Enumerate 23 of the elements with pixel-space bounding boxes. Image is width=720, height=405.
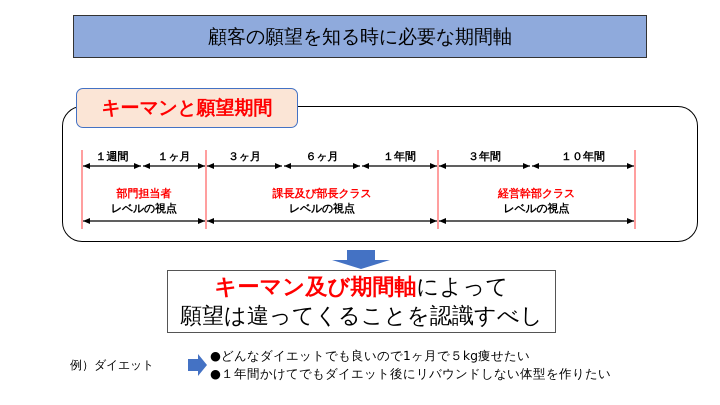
viewpoint-label: レベルの視点 (289, 201, 355, 216)
period-label: １週間 (96, 149, 128, 164)
period-label: ３年間 (468, 149, 501, 164)
period-label: １０年間 (561, 149, 605, 164)
viewpoint-label: レベルの視点 (111, 201, 177, 216)
bullet-item: ●どんなダイエットでも良いので1ヶ月で５kg痩せたい (210, 347, 532, 365)
conclusion-text: キーマン及び期間軸によって (214, 274, 508, 302)
period-label: ３ヶ月 (228, 149, 261, 164)
viewpoint-label: レベルの視点 (504, 201, 570, 216)
example-label: 例）ダイエット (70, 357, 155, 374)
period-label: １ヶ月 (158, 149, 190, 164)
bullet-item: ●１年間かけてでもダイエット後にリバウンドしない体型を作りたい (210, 365, 612, 383)
role-label: 部門担当者 (116, 186, 172, 201)
role-label: 経営幹部クラス (498, 186, 575, 201)
block-arrow (188, 354, 207, 376)
period-label: １年間 (383, 149, 416, 164)
block-arrow (332, 250, 390, 269)
period-label: ６ヶ月 (306, 149, 338, 164)
role-label: 課長及び部長クラス (272, 186, 372, 201)
title-banner: 顧客の願望を知る時に必要な期間軸 (73, 15, 647, 58)
conclusion-box (167, 270, 556, 333)
panel-heading: キーマンと願望期間 (76, 88, 298, 128)
conclusion-text: 願望は違ってくることを認識すべし (180, 302, 543, 330)
